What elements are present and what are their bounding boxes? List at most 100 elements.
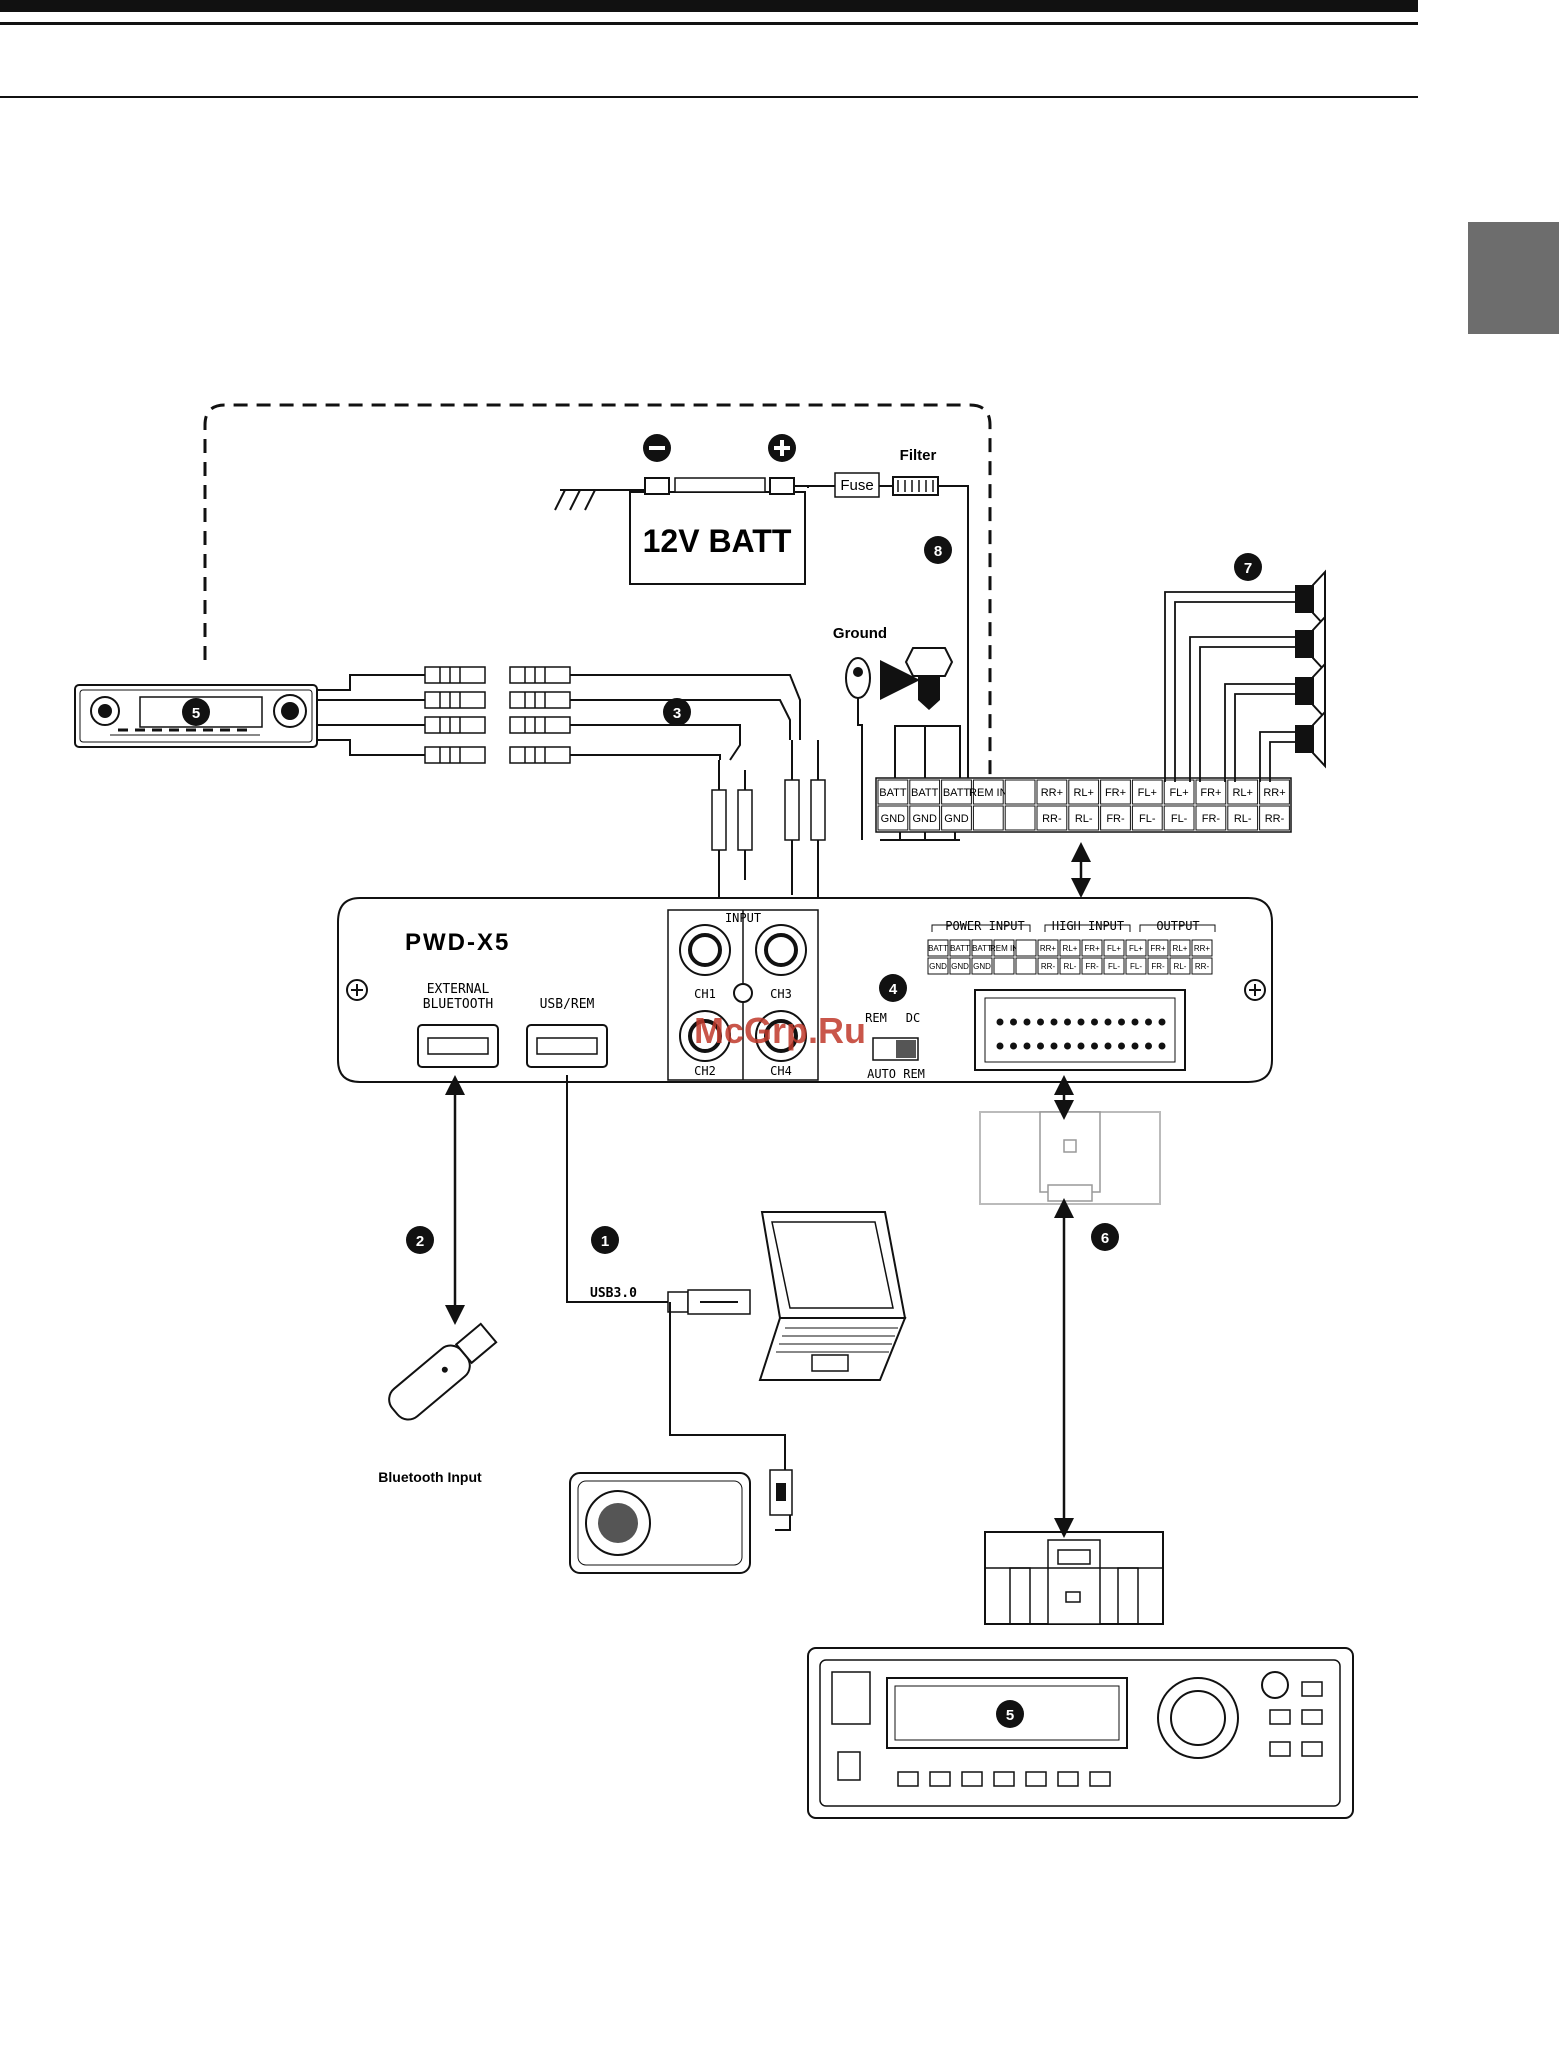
auto-rem-label: AUTO REM [867, 1067, 925, 1081]
terminal-cell [972, 805, 1004, 831]
connector-pin [1064, 1018, 1071, 1026]
terminal-cell [1131, 779, 1163, 805]
terminal-cell [1015, 939, 1037, 957]
watermark: McGrp.Ru [694, 1010, 866, 1051]
terminal-label: RR- [1195, 962, 1210, 971]
terminal-cell [1125, 939, 1147, 957]
terminal-label: RR- [1041, 962, 1056, 971]
rca-vertical-plugs [705, 740, 826, 916]
callout-3: 3 [663, 698, 691, 726]
terminal-cell [1163, 779, 1195, 805]
usb-plug-icon [667, 1289, 751, 1315]
connector-pin [996, 1018, 1004, 1026]
terminal-cell [909, 779, 941, 805]
terminal-cell [972, 779, 1004, 805]
rca-jack-icon [679, 1010, 731, 1062]
terminal-label: RL- [1234, 813, 1252, 825]
ch2-label: CH2 [694, 1064, 716, 1078]
ext-bt-label-1: EXTERNAL [427, 982, 490, 997]
terminal-label: FL- [1130, 962, 1142, 971]
ext-bt-label-2: BLUETOOTH [423, 997, 493, 1012]
connector-pin [1131, 1018, 1139, 1026]
connector-pin [1131, 1042, 1139, 1050]
connector-pin [1104, 1018, 1112, 1026]
terminal-cell [993, 957, 1015, 975]
terminal-cell [1100, 805, 1131, 831]
terminal-label: FL- [1108, 962, 1120, 971]
terminal-label: RR+ [1041, 787, 1063, 799]
connector-pin [1050, 1042, 1058, 1050]
callout-5b: 5 [996, 1700, 1024, 1728]
terminal-cell [1227, 805, 1259, 831]
rem-dashed-wire [203, 403, 992, 790]
terminal-cell [1004, 779, 1036, 805]
terminal-cell [1081, 957, 1103, 975]
svg-text:2: 2 [416, 1233, 424, 1250]
terminal-label: RR+ [1040, 944, 1057, 953]
terminal-cell [909, 805, 941, 831]
laptop-icon [758, 1211, 907, 1381]
rca-plug-rings [439, 667, 546, 763]
harness-plug-lower [984, 1531, 1164, 1625]
connector-pin [1091, 1018, 1098, 1026]
amplifier: PWD-X5 EXTERNAL BLUETOOTH USB/REM INPUT … [337, 897, 1273, 1083]
fuse-label: Fuse [840, 477, 873, 494]
screw-icon [1244, 979, 1266, 1001]
terminal-cell [1195, 779, 1227, 805]
header-rule [0, 22, 1418, 25]
harness-connector-port [974, 989, 1186, 1071]
battery-ground-symbol [554, 489, 645, 511]
battery-label: 12V BATT [643, 523, 792, 559]
svg-text:5: 5 [1006, 1707, 1014, 1724]
header-rule-lower [0, 96, 1418, 98]
terminal-cell [1191, 939, 1213, 957]
svg-text:8: 8 [934, 543, 942, 560]
terminal-cell [1169, 939, 1191, 957]
terminal-cell [949, 957, 971, 975]
terminal-label: FL- [1171, 813, 1188, 825]
terminal-cell [993, 939, 1015, 957]
terminal-cell [1037, 939, 1059, 957]
connector-pin [1037, 1018, 1044, 1026]
terminal-label: FR+ [1150, 944, 1166, 953]
terminal-cell [1059, 957, 1081, 975]
speaker-wires [1164, 591, 1295, 782]
terminal-label: RL+ [1073, 787, 1094, 799]
svg-text:7: 7 [1244, 560, 1252, 577]
speaker-icon [1295, 709, 1326, 769]
terminal-cell [1169, 957, 1191, 975]
header-bar [0, 0, 1418, 12]
rca-jack-icon [679, 924, 731, 976]
connector-pins [996, 1018, 1166, 1050]
terminal-cell [1103, 939, 1125, 957]
terminal-label: FL+ [1138, 787, 1157, 799]
terminal-label: BATT [879, 787, 907, 799]
usb3-label: USB3.0 [590, 1286, 637, 1301]
terminal-cell [949, 939, 971, 957]
terminal-cell [1147, 939, 1169, 957]
terminal-cell [1036, 779, 1068, 805]
connector-pin [1104, 1042, 1112, 1050]
ch3-label: CH3 [770, 987, 792, 1001]
callout-2: 2 [406, 1226, 434, 1254]
terminal-label: BATT [950, 944, 970, 953]
terminal-cell [1259, 779, 1290, 805]
terminal-cell [927, 939, 949, 957]
screw-icon [733, 983, 753, 1003]
usb-cable [566, 1075, 668, 1303]
terminal-cell [1103, 957, 1125, 975]
connector-pin [1158, 1042, 1166, 1050]
svg-text:6: 6 [1101, 1230, 1109, 1247]
battery: 12V BATT [629, 434, 806, 585]
terminal-label: FL+ [1107, 944, 1121, 953]
callout-1: 1 [591, 1226, 619, 1254]
ground-label: Ground [833, 625, 887, 642]
terminal-cell [1125, 957, 1147, 975]
group-high: HIGH INPUT [1052, 919, 1124, 933]
usb-rem-label: USB/REM [540, 997, 595, 1012]
head-unit-large [807, 1647, 1354, 1819]
terminal-label: GND [912, 813, 937, 825]
